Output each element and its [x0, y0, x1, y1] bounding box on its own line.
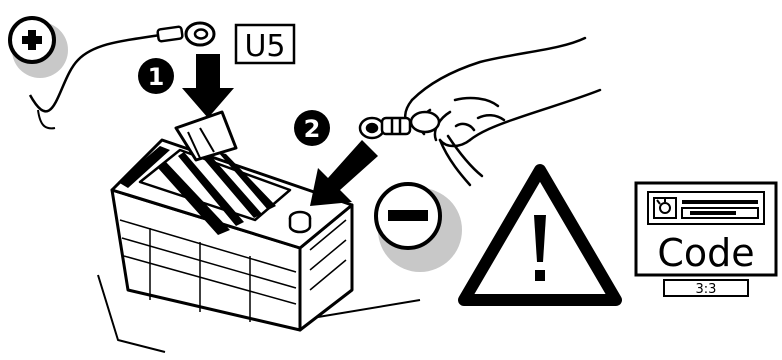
plus-circle-icon: [10, 18, 68, 78]
arrow-down-left-icon: [310, 140, 378, 206]
step-2-badge: 2: [294, 110, 330, 146]
radio-code-icon: Code: [636, 183, 776, 275]
minus-circle-icon: [376, 184, 462, 272]
code-word-label: Code: [657, 231, 754, 275]
code-fraction-box: 3:3: [664, 280, 748, 297]
battery-illustration: [98, 112, 420, 352]
arrow-down-icon: [182, 54, 234, 118]
code-reference-label: U5: [244, 29, 285, 64]
negative-cable-terminal: [360, 118, 410, 138]
warning-triangle-icon: [464, 170, 616, 300]
step-1-label: 1: [148, 63, 165, 91]
code-fraction-label: 3:3: [696, 282, 717, 297]
code-reference-box: U5: [236, 25, 294, 64]
hand-illustration: [405, 38, 600, 185]
step-2-label: 2: [304, 115, 321, 143]
step-1-badge: 1: [138, 58, 174, 94]
